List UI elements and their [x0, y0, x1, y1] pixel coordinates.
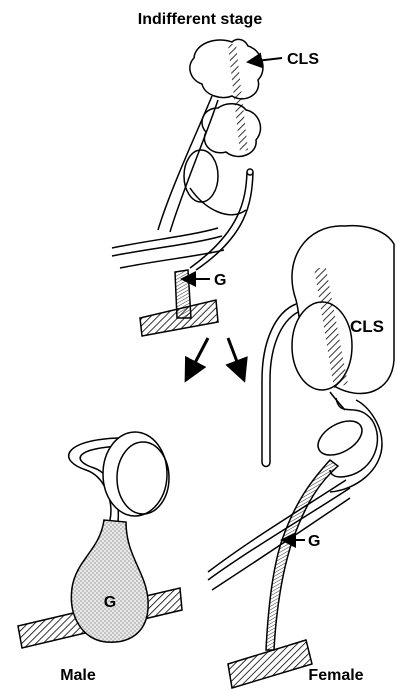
female-duct-hook	[262, 304, 298, 467]
g-label-male: G	[104, 594, 116, 611]
cortex-lower-lobe	[202, 104, 261, 157]
female-label: Female	[308, 667, 363, 684]
male-figure	[18, 432, 182, 648]
male-testis-outer	[103, 432, 167, 516]
cortex-upper-lobe	[190, 39, 263, 98]
male-gubernaculum	[71, 520, 148, 642]
female-ovary	[312, 414, 368, 462]
female-figure	[208, 226, 394, 688]
arrow-to-male	[186, 338, 208, 380]
g-label-female: G	[308, 533, 320, 550]
indifferent-stage-figure	[112, 39, 263, 336]
male-label: Male	[60, 667, 96, 684]
g-label-top: G	[214, 272, 226, 289]
cls-label-top: CLS	[287, 51, 319, 68]
female-gubernaculum	[266, 460, 338, 650]
title-label: Indifferent stage	[138, 11, 263, 28]
arrow-to-female	[228, 338, 244, 380]
cls-label-female: CLS	[350, 317, 384, 336]
